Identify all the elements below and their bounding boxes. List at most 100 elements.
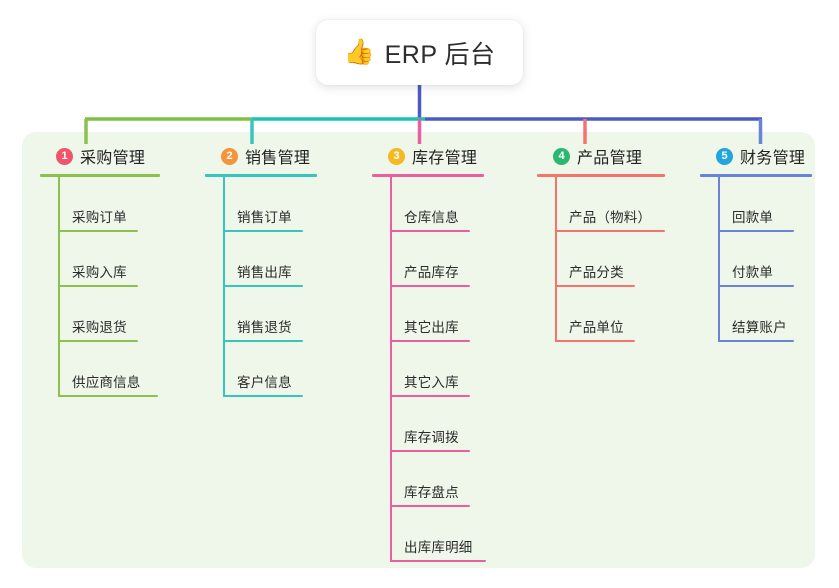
leaf-list: 销售订单销售出库销售退货客户信息 (205, 177, 317, 397)
leaf-item[interactable]: 客户信息 (223, 342, 317, 397)
column-number-badge: 4 (553, 147, 570, 165)
leaf-label: 产品（物料） (569, 210, 652, 225)
root-title: ERP 后台 (384, 40, 496, 69)
column-number-badge: 5 (716, 147, 733, 165)
leaf-label: 产品单位 (569, 320, 624, 335)
column-underline (40, 174, 160, 177)
leaf-underline (555, 340, 635, 342)
leaf-label: 产品库存 (404, 265, 459, 280)
leaf-item[interactable]: 产品分类 (555, 232, 665, 287)
column-title: 采购管理 (80, 150, 146, 167)
leaf-label: 供应商信息 (72, 375, 141, 390)
column-underline (537, 174, 665, 177)
column-1: 1 采购管理采购订单采购入库采购退货供应商信息 (40, 144, 160, 397)
leaf-label: 产品分类 (569, 265, 624, 280)
leaf-list: 产品（物料） 产品分类产品单位 (537, 177, 665, 342)
column-title: 销售管理 (245, 150, 311, 167)
leaf-item[interactable]: 库存调拨 (390, 397, 484, 452)
leaf-label: 采购入库 (72, 265, 127, 280)
leaf-underline (390, 450, 470, 452)
leaf-underline (390, 395, 470, 397)
column-header[interactable]: 5 财务管理 (700, 144, 812, 168)
leaf-item[interactable]: 产品单位 (555, 287, 665, 342)
column-number-badge: 3 (388, 147, 405, 165)
leaf-underline (718, 340, 794, 342)
leaf-underline (718, 285, 794, 287)
leaf-trunk-line (555, 177, 557, 342)
leaf-item[interactable]: 产品库存 (390, 232, 484, 287)
leaf-list: 回款单付款单结算账户 (700, 177, 812, 342)
leaf-trunk-line (58, 177, 60, 397)
diagram-panel (22, 132, 815, 568)
leaf-item[interactable]: 销售退货 (223, 287, 317, 342)
leaf-underline (718, 230, 794, 232)
leaf-item[interactable]: 仓库信息 (390, 177, 484, 232)
leaf-label: 其它出库 (404, 320, 459, 335)
leaf-label: 采购退货 (72, 320, 127, 335)
leaf-label: 出库库明细 (404, 540, 473, 555)
leaf-underline (223, 285, 303, 287)
leaf-item[interactable]: 其它入库 (390, 342, 484, 397)
leaf-underline (390, 340, 470, 342)
leaf-underline (223, 395, 303, 397)
leaf-underline (390, 230, 470, 232)
leaf-label: 销售出库 (237, 265, 292, 280)
leaf-item[interactable]: 采购退货 (58, 287, 160, 342)
leaf-label: 销售退货 (237, 320, 292, 335)
leaf-underline (555, 285, 635, 287)
leaf-underline (58, 285, 138, 287)
leaf-item[interactable]: 库存盘点 (390, 452, 484, 507)
leaf-underline (390, 285, 470, 287)
leaf-underline (58, 230, 138, 232)
leaf-label: 客户信息 (237, 375, 292, 390)
leaf-underline (223, 340, 303, 342)
column-3: 3 库存管理仓库信息产品库存其它出库其它入库库存调拨库存盘点出库库明细 (372, 144, 486, 562)
leaf-item[interactable]: 销售出库 (223, 232, 317, 287)
leaf-trunk-line (223, 177, 225, 397)
leaf-item[interactable]: 供应商信息 (58, 342, 160, 397)
leaf-label: 付款单 (732, 265, 774, 280)
leaf-item[interactable]: 结算账户 (718, 287, 812, 342)
leaf-item[interactable]: 回款单 (718, 177, 812, 232)
leaf-underline (555, 230, 665, 232)
leaf-label: 仓库信息 (404, 210, 459, 225)
leaf-label: 其它入库 (404, 375, 459, 390)
leaf-label: 库存调拨 (404, 430, 459, 445)
column-underline (372, 174, 484, 177)
root-node[interactable]: 👍 ERP 后台 (316, 20, 523, 85)
leaf-underline (390, 505, 470, 507)
leaf-item[interactable]: 付款单 (718, 232, 812, 287)
column-header[interactable]: 2 销售管理 (205, 144, 317, 168)
leaf-list: 仓库信息产品库存其它出库其它入库库存调拨库存盘点出库库明细 (372, 177, 486, 562)
leaf-trunk-line (718, 177, 720, 342)
column-title: 产品管理 (577, 150, 643, 167)
leaf-label: 结算账户 (732, 320, 787, 335)
leaf-trunk-line (390, 177, 392, 562)
column-header[interactable]: 4 产品管理 (537, 144, 665, 168)
leaf-underline (58, 395, 158, 397)
leaf-label: 采购订单 (72, 210, 127, 225)
column-number-badge: 2 (221, 147, 238, 165)
leaf-label: 库存盘点 (404, 485, 459, 500)
column-4: 4 产品管理产品（物料） 产品分类产品单位 (537, 144, 665, 342)
column-underline (205, 174, 317, 177)
leaf-underline (223, 230, 303, 232)
leaf-item[interactable]: 销售订单 (223, 177, 317, 232)
column-header[interactable]: 3 库存管理 (372, 144, 484, 168)
column-title: 财务管理 (740, 150, 806, 167)
column-underline (700, 174, 812, 177)
leaf-item[interactable]: 其它出库 (390, 287, 484, 342)
leaf-item[interactable]: 采购入库 (58, 232, 160, 287)
leaf-item[interactable]: 采购订单 (58, 177, 160, 232)
leaf-item[interactable]: 出库库明细 (390, 507, 486, 562)
column-title: 库存管理 (412, 150, 478, 167)
column-2: 2 销售管理销售订单销售出库销售退货客户信息 (205, 144, 317, 397)
leaf-item[interactable]: 产品（物料） (555, 177, 665, 232)
thumbs-up-icon: 👍 (343, 38, 375, 66)
column-header[interactable]: 1 采购管理 (40, 144, 160, 168)
leaf-label: 回款单 (732, 210, 774, 225)
column-number-badge: 1 (56, 147, 73, 165)
leaf-label: 销售订单 (237, 210, 292, 225)
leaf-underline (390, 560, 486, 562)
